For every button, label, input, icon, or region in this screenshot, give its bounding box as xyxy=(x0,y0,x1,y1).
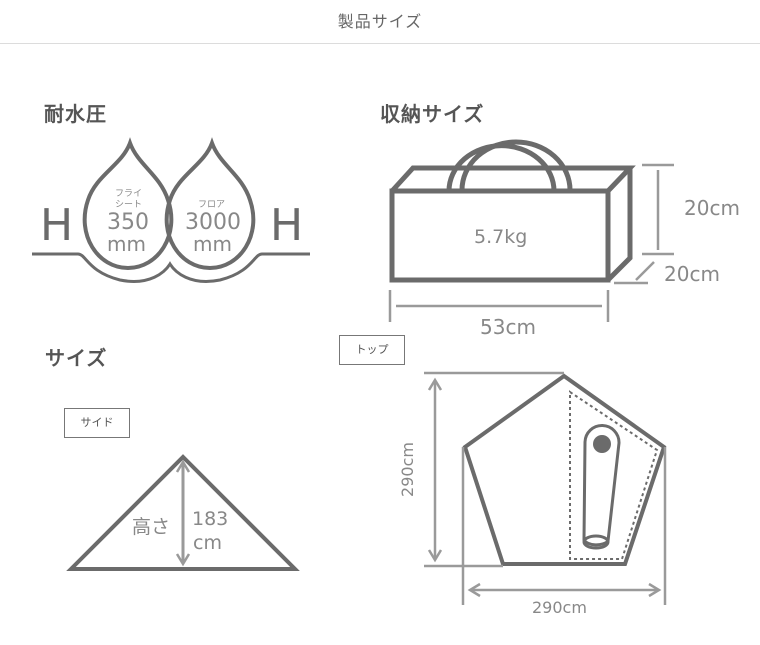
top-depth: 290cm xyxy=(397,442,417,497)
top-width: 290cm xyxy=(532,598,587,617)
flysheet-value: 350 xyxy=(107,210,149,235)
h-left-label: H xyxy=(40,200,74,251)
water-drop-icon xyxy=(32,137,310,283)
h-right-label: H xyxy=(270,200,304,251)
storage-height: 20cm xyxy=(684,196,740,220)
floor-unit: mm xyxy=(193,232,232,256)
page-header: 製品サイズ xyxy=(0,0,760,44)
height-unit: cm xyxy=(193,532,222,554)
height-label: 高さ xyxy=(132,516,171,538)
tent-top-icon xyxy=(462,373,667,566)
top-dimension-lines xyxy=(424,371,667,605)
flysheet-label-1: フライ xyxy=(115,189,143,199)
water-pressure-title: 耐水圧 xyxy=(44,102,107,126)
flysheet-unit: mm xyxy=(107,232,146,256)
storage-bag-icon xyxy=(389,139,636,283)
floor-value: 3000 xyxy=(185,210,241,235)
storage-width: 53cm xyxy=(480,315,536,339)
top-tag: トップ xyxy=(339,335,405,365)
size-title: サイズ xyxy=(45,346,108,370)
page-title: 製品サイズ xyxy=(337,12,423,31)
floor-label: フロア xyxy=(198,200,226,210)
tent-side-icon xyxy=(66,454,300,571)
height-value: 183 xyxy=(192,508,229,530)
storage-dimension-lines xyxy=(388,163,674,322)
side-tag: サイド xyxy=(64,408,130,438)
flysheet-label-2: シート xyxy=(115,200,143,210)
storage-title: 収納サイズ xyxy=(380,102,485,126)
storage-weight: 5.7kg xyxy=(474,226,528,248)
storage-depth: 20cm xyxy=(664,262,720,286)
